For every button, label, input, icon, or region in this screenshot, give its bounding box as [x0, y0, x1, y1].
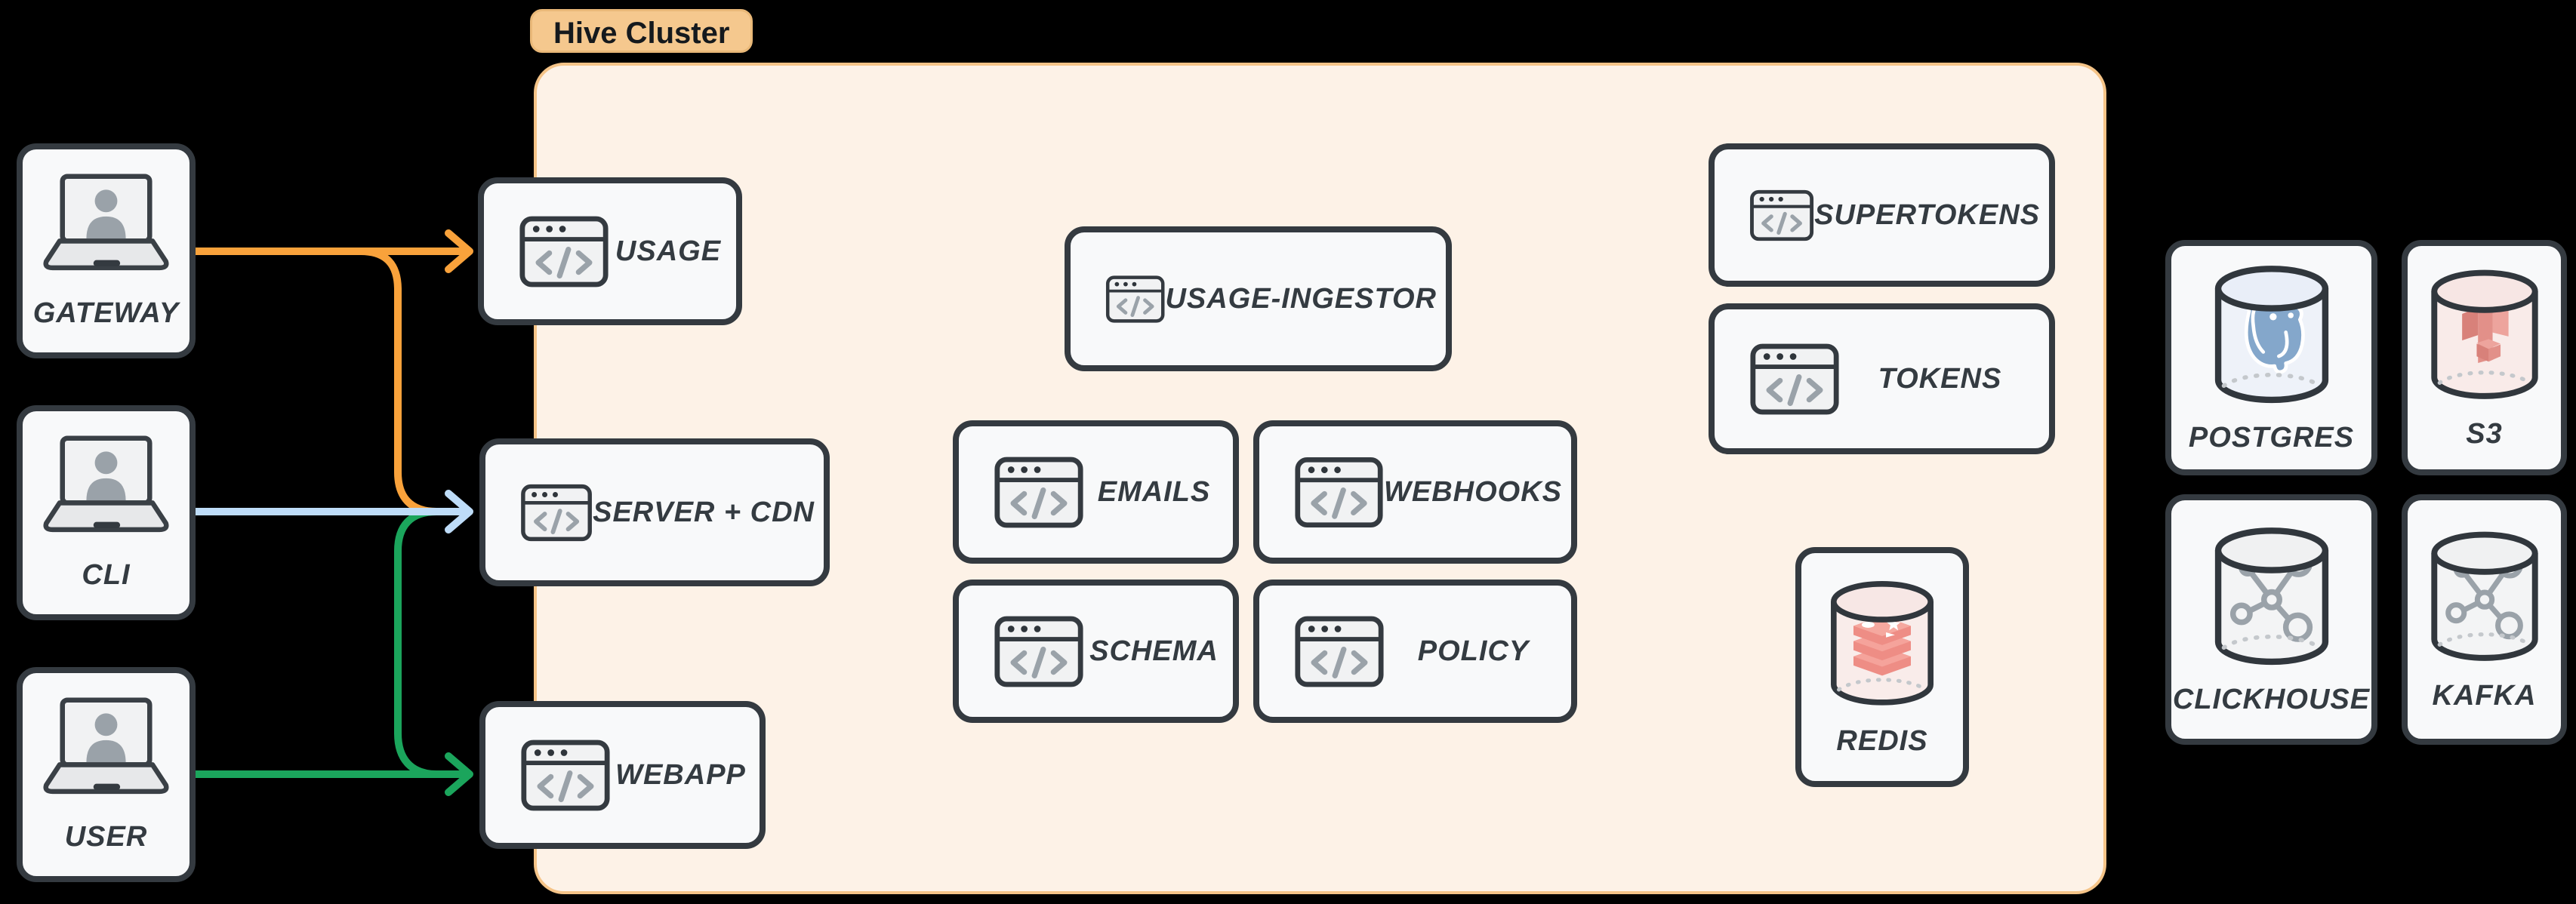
- database-cylinder-icon: [1831, 580, 1934, 706]
- edge-cli-servercdn: [191, 490, 473, 533]
- edge-gateway-usage: [191, 229, 473, 273]
- node-usage-label: USAGE: [615, 235, 722, 267]
- node-user-label: USER: [64, 821, 148, 853]
- node-server-cdn-label: SERVER + CDN: [593, 496, 815, 528]
- code-window-icon: [1749, 179, 1814, 252]
- node-tokens: TOKENS: [1709, 303, 2055, 454]
- node-postgres: POSTGRES: [2165, 240, 2377, 475]
- node-policy-label: POLICY: [1417, 635, 1530, 667]
- node-policy: POLICY: [1253, 580, 1577, 723]
- code-window-icon: [994, 456, 1084, 529]
- node-redis: REDIS: [1795, 547, 1969, 787]
- database-cylinder-icon: [2430, 269, 2538, 399]
- database-cylinder-icon: [2430, 531, 2538, 661]
- node-tokens-label: TOKENS: [1878, 362, 2002, 395]
- node-emails-label: EMAILS: [1097, 475, 1211, 508]
- code-window-icon: [1294, 456, 1384, 529]
- code-window-icon: [520, 476, 593, 549]
- node-redis-label: REDIS: [1836, 724, 1928, 757]
- node-gateway-label: GATEWAY: [32, 297, 180, 329]
- code-window-icon: [519, 215, 609, 288]
- node-kafka: KAFKA: [2402, 494, 2567, 745]
- node-webhooks-label: WEBHOOKS: [1384, 475, 1562, 508]
- node-webapp-label: WEBAPP: [615, 758, 746, 791]
- laptop-user-icon: [29, 172, 183, 278]
- node-usage-ingestor: USAGE-INGESTOR: [1065, 226, 1452, 371]
- node-webapp: WEBAPP: [479, 701, 766, 849]
- s3-logo: [2461, 301, 2509, 363]
- database-cylinder-icon: [2214, 527, 2328, 665]
- laptop-user-icon: [29, 696, 183, 801]
- node-supertokens: SUPERTOKENS: [1709, 143, 2055, 287]
- code-window-icon: [1105, 263, 1165, 336]
- edge-user-webapp: [191, 752, 473, 796]
- redis-logo: [1853, 615, 1911, 675]
- node-cli-label: CLI: [82, 559, 131, 591]
- node-schema: SCHEMA: [953, 580, 1239, 723]
- node-usage: USAGE: [478, 177, 742, 325]
- node-cli: CLI: [17, 405, 196, 620]
- node-emails: EMAILS: [953, 420, 1239, 564]
- node-gateway: GATEWAY: [17, 143, 196, 358]
- node-supertokens-label: SUPERTOKENS: [1814, 198, 2040, 231]
- database-cylinder-icon: [2214, 265, 2328, 403]
- node-clickhouse: CLICKHOUSE: [2165, 494, 2377, 745]
- code-window-icon: [520, 739, 611, 812]
- node-clickhouse-label: CLICKHOUSE: [2172, 683, 2371, 715]
- code-window-icon: [994, 615, 1084, 688]
- node-server-cdn: SERVER + CDN: [479, 438, 830, 586]
- code-window-icon: [1749, 343, 1840, 416]
- node-schema-label: SCHEMA: [1089, 635, 1219, 667]
- hive-cluster-badge: Hive Cluster: [530, 9, 753, 53]
- postgresql-logo: [2244, 293, 2305, 374]
- hive-cluster-label: Hive Cluster: [553, 17, 730, 50]
- node-webhooks: WEBHOOKS: [1253, 420, 1577, 564]
- node-postgres-label: POSTGRES: [2188, 421, 2355, 454]
- node-kafka-label: KAFKA: [2432, 679, 2537, 712]
- code-window-icon: [1294, 615, 1385, 688]
- node-user: USER: [17, 667, 196, 882]
- laptop-user-icon: [29, 434, 183, 540]
- node-usage-ingestor-label: USAGE-INGESTOR: [1165, 282, 1437, 315]
- node-s3-label: S3: [2466, 417, 2503, 450]
- node-s3: S3: [2402, 240, 2567, 475]
